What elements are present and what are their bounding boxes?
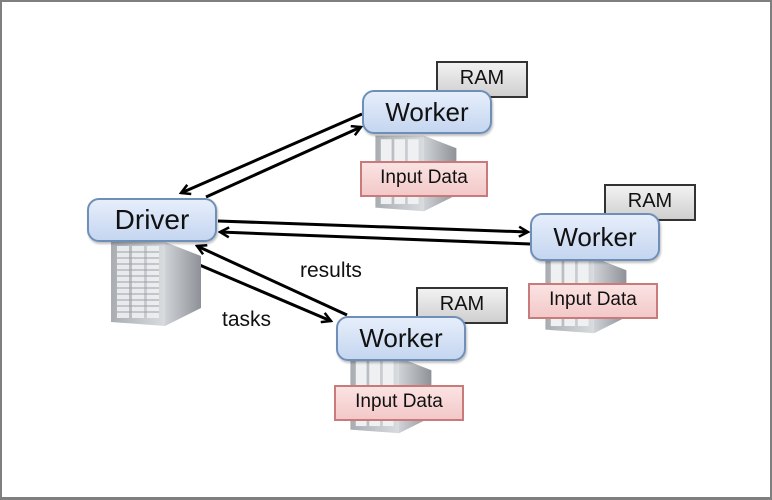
arrow-results	[197, 246, 348, 317]
results-label: results	[300, 259, 362, 282]
tasks-label: tasks	[222, 308, 272, 331]
arrow-driver-to-worker2	[217, 219, 528, 232]
arrow-driver-to-worker1	[205, 127, 361, 199]
arrow-worker1-to-driver	[181, 112, 363, 193]
worker2-node: Worker	[530, 213, 660, 261]
driver-node: Driver	[87, 198, 217, 242]
worker3-node: Worker	[336, 316, 466, 361]
worker3-input-data: Input Data	[334, 385, 464, 421]
worker2-input-data: Input Data	[528, 283, 658, 319]
driver-server-icon	[111, 242, 201, 326]
worker1-node: Worker	[362, 90, 492, 134]
worker1-input-data: Input Data	[360, 161, 488, 197]
arrow-worker2-to-driver	[220, 232, 531, 246]
